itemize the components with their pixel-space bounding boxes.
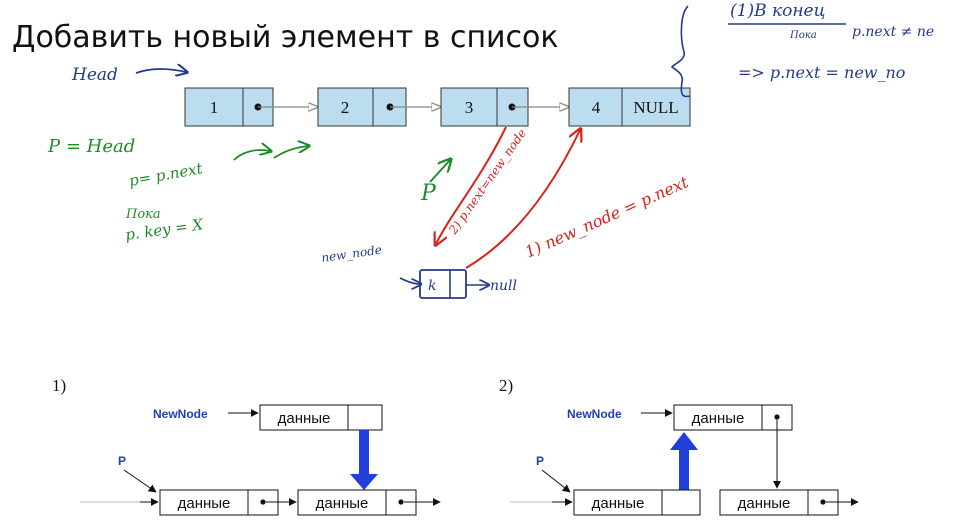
new-node-box-2: данные xyxy=(673,404,793,431)
head-label: Head xyxy=(71,65,118,85)
p-arrow-2 xyxy=(541,469,571,493)
newnode-label-2: NewNode xyxy=(567,407,622,421)
step2-label: 2) p.next=new_node xyxy=(445,126,529,237)
step1-label: 1) new_node = p.next xyxy=(522,172,692,261)
p-equals-next: p= p.next xyxy=(128,159,205,190)
diagram-1-label: 1) xyxy=(52,376,66,395)
poka-label: Пока xyxy=(125,207,161,222)
node-4-value: 4 xyxy=(592,98,601,117)
diagram-2-label: 2) xyxy=(499,376,513,395)
pointer-dot xyxy=(774,414,780,420)
head-arrow xyxy=(135,69,186,73)
data-cell: данные xyxy=(592,495,645,512)
note-brace xyxy=(670,5,691,98)
pointer-dot xyxy=(398,499,404,505)
data-cell: данные xyxy=(178,495,231,512)
node-3: 3 xyxy=(440,87,529,127)
list-node-p-1: данные xyxy=(159,489,279,516)
p-label-1: P xyxy=(118,454,126,468)
step-arrow-2 xyxy=(273,146,308,159)
new-node-value: k xyxy=(428,278,436,294)
data-cell: данные xyxy=(692,410,745,427)
data-cell: данные xyxy=(316,495,369,512)
p-arrow-1 xyxy=(123,469,157,493)
step1-arrow xyxy=(465,130,580,269)
node-4: 4 NULL xyxy=(568,87,691,127)
data-cell: данные xyxy=(278,410,331,427)
list-node-next-2: данные xyxy=(719,489,839,516)
step2-arrow xyxy=(436,126,507,244)
list-node-p-2: данные xyxy=(573,489,701,516)
new-node-sketch: k xyxy=(419,269,467,299)
note-result: => p.next = new_no xyxy=(738,63,905,82)
p-equals-head: P = Head xyxy=(47,136,135,157)
p-pointer-label: P xyxy=(420,181,437,206)
blue-arrow-up-shaft xyxy=(679,448,689,498)
node-3-value: 3 xyxy=(465,98,474,117)
note-title: (1)В конец xyxy=(730,1,825,21)
null-cell: NULL xyxy=(633,98,678,117)
note-poka: Пока xyxy=(789,30,817,41)
new-node-arrow xyxy=(399,277,420,284)
p-pointer-arrow xyxy=(429,160,450,183)
step-arrow-1 xyxy=(233,150,270,161)
blue-arrow-down-head xyxy=(350,474,378,490)
null-word: null xyxy=(490,278,517,294)
list-node-next-1: данные xyxy=(297,489,417,516)
node-1-value: 1 xyxy=(210,98,219,117)
pointer-dot xyxy=(260,499,266,505)
node-2-value: 2 xyxy=(341,98,350,117)
blue-arrow-down-shaft xyxy=(359,430,369,476)
new-node-box-1: данные xyxy=(259,404,383,431)
blue-arrow-up-head xyxy=(670,432,698,450)
page-title: Добавить новый элемент в список xyxy=(12,20,559,55)
newnode-label-1: NewNode xyxy=(153,407,208,421)
note-condition: p.next ≠ ne xyxy=(852,24,934,40)
new-node-label: new_node xyxy=(320,243,382,265)
pointer-dot xyxy=(820,499,826,505)
p-label-2: P xyxy=(536,454,544,468)
data-cell: данные xyxy=(738,495,791,512)
